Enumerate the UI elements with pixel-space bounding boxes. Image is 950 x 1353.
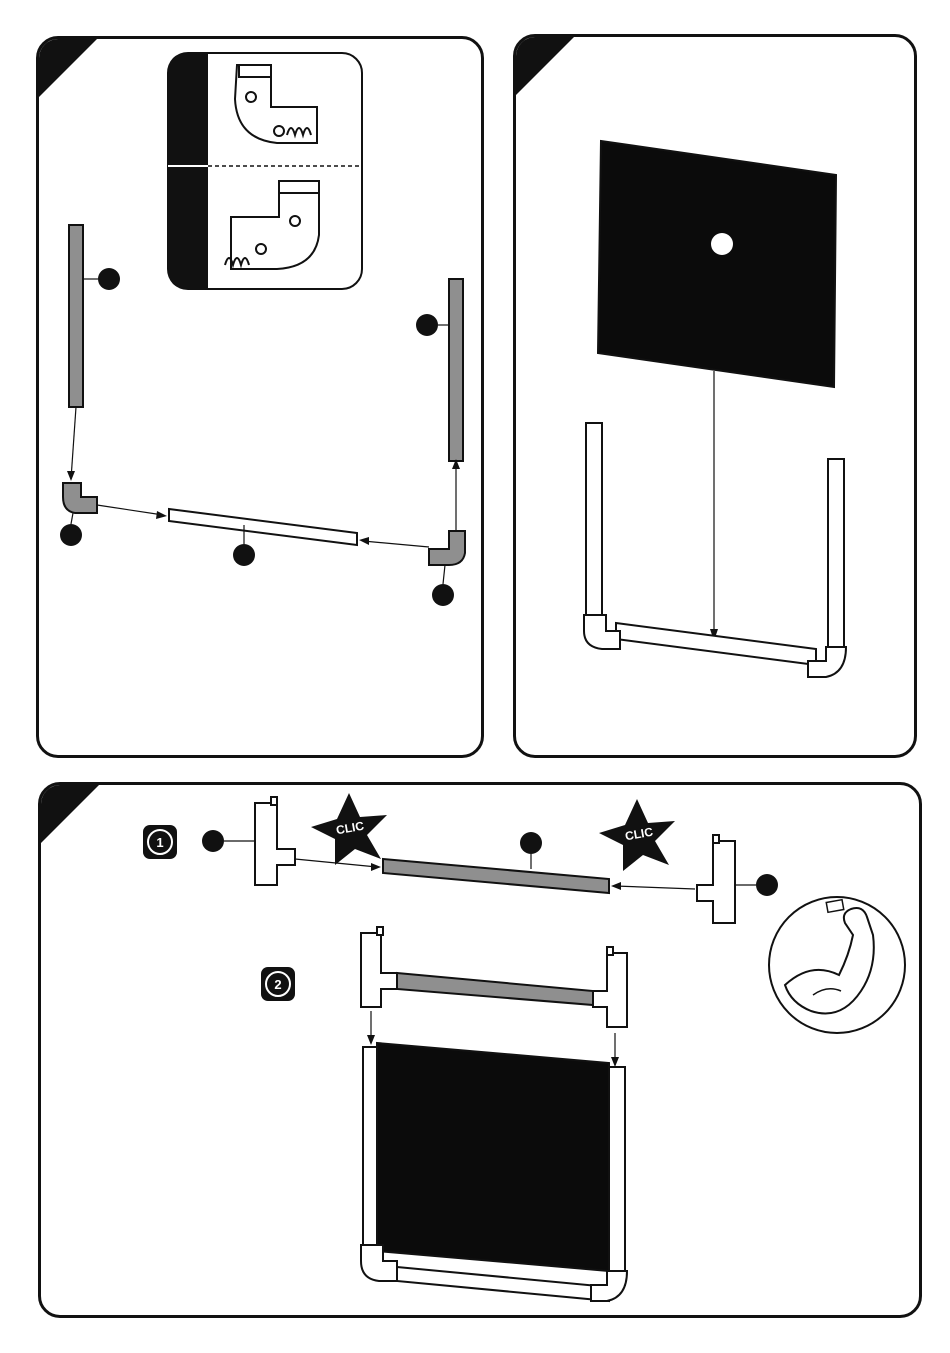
part-marker bbox=[520, 832, 542, 854]
part-marker bbox=[432, 584, 454, 606]
step-2-illustration bbox=[516, 37, 914, 755]
left-vertical-tube bbox=[67, 225, 120, 481]
left-elbow-connector bbox=[60, 483, 97, 546]
assembled-lower-frame bbox=[584, 423, 846, 677]
strength-arm-icon bbox=[769, 897, 905, 1033]
right-top-bracket bbox=[697, 835, 735, 923]
part-marker bbox=[60, 524, 82, 546]
bottom-horizontal-tube bbox=[97, 505, 429, 566]
right-elbow-connector bbox=[429, 531, 465, 606]
part-marker bbox=[98, 268, 120, 290]
part-marker bbox=[202, 830, 224, 852]
step-3-illustration bbox=[41, 785, 919, 1315]
part-marker bbox=[416, 314, 438, 336]
step-panel-1 bbox=[36, 36, 484, 758]
step-panel-3: 1 2 bbox=[38, 782, 922, 1318]
chalkboard-assembly bbox=[361, 1043, 627, 1301]
left-top-bracket bbox=[255, 797, 295, 885]
corner-connector-detail-inset bbox=[168, 53, 362, 289]
top-horizontal-tube bbox=[295, 859, 695, 893]
step-1-illustration bbox=[39, 39, 481, 755]
chalkboard-panel bbox=[598, 141, 836, 641]
top-frame-assembly bbox=[361, 927, 627, 1027]
part-marker bbox=[756, 874, 778, 896]
right-vertical-tube bbox=[416, 279, 463, 531]
step-panel-2 bbox=[513, 34, 917, 758]
part-marker bbox=[233, 544, 255, 566]
